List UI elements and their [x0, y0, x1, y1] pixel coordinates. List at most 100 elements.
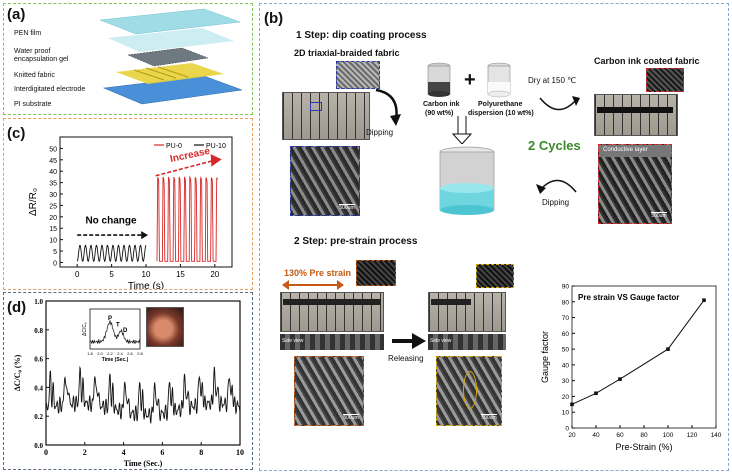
- coated-fabric-photo: [594, 94, 678, 136]
- y-tick-label: 0.2: [34, 413, 43, 421]
- dipping-label-1: Dipping: [366, 128, 394, 137]
- y-tick-label: 0: [53, 260, 57, 267]
- panel-d-label: (d): [7, 299, 27, 316]
- wrinkle-highlight: [463, 371, 477, 409]
- x-tick-label: 40: [592, 432, 600, 439]
- panel-b-label: (b): [264, 10, 284, 27]
- fabric-zoom-inset: [336, 61, 380, 89]
- x-tick-label: 140: [711, 432, 722, 439]
- coated-sem-image: Conductive layer 500um: [598, 144, 672, 224]
- x-tick-label: 10: [236, 448, 244, 457]
- layer-label-pen: PEN film: [14, 30, 42, 37]
- panel-a-label: (a): [7, 6, 26, 23]
- fabric-title: 2D triaxial-braided fabric: [294, 48, 400, 58]
- x-axis-label: Pre-Strain (%): [615, 442, 672, 452]
- x-tick-label: 2: [83, 448, 87, 457]
- layer-label-electrode: Interdigitated electrode: [14, 86, 86, 93]
- layer-stack-illustration: [99, 8, 243, 105]
- scale-bar: 500um: [651, 212, 667, 219]
- capacitance-series-line: [45, 365, 241, 425]
- fabric-photo-on-ruler: [282, 92, 370, 140]
- inset-x-tick-label: 2.0: [97, 351, 103, 356]
- pu-beaker-icon: [487, 62, 511, 98]
- data-point: [666, 347, 670, 351]
- x-tick-label: 0: [75, 270, 80, 279]
- step2-title: 2 Step: pre-strain process: [294, 236, 418, 247]
- y-tick-label: 50: [562, 347, 570, 354]
- y-tick-label: 1.0: [34, 298, 43, 306]
- conductive-layer-band: [599, 145, 671, 157]
- series-line-pu-0: [156, 175, 219, 262]
- increase-arrow: [155, 160, 213, 177]
- y-tick-label: 0.6: [34, 356, 43, 364]
- x-tick-label: 120: [687, 432, 698, 439]
- dry-arrow-icon: [539, 96, 580, 111]
- panel-a: (a) PEN film Water proof encapsulation g…: [3, 3, 253, 115]
- x-tick-label: 20: [568, 432, 576, 439]
- y-tick-label: 70: [562, 315, 570, 322]
- pu-pct: dispersion (10 wt%): [468, 110, 534, 117]
- released-fabric-photo: [428, 292, 506, 332]
- y-tick-label: 15: [49, 226, 57, 233]
- inset-series-line: [89, 320, 141, 345]
- data-point: [702, 298, 706, 302]
- y-axis-label: ΔC/C₀ (%): [13, 354, 22, 391]
- y-tick-label: 0.8: [34, 327, 43, 335]
- inset-marker-p: P: [108, 316, 112, 322]
- wrist-photo: [146, 307, 184, 347]
- carbon-ink-label: Carbon ink: [423, 101, 460, 108]
- x-axis-label: Time (s): [128, 281, 164, 289]
- y-tick-label: 35: [49, 181, 57, 188]
- released-strip: [431, 299, 471, 305]
- x-tick-label: 8: [199, 448, 203, 457]
- y-tick-label: 0: [565, 426, 569, 433]
- releasing-arrow-icon: [392, 333, 426, 349]
- x-tick-label: 0: [44, 448, 48, 457]
- prestrain-sem-image: 500um: [294, 356, 364, 426]
- data-point: [618, 377, 622, 381]
- y-tick-label: 0.0: [34, 442, 43, 450]
- inset-marker-t: T: [116, 323, 120, 329]
- y-tick-label: 10: [49, 238, 57, 245]
- x-tick-label: 4: [122, 448, 126, 457]
- increase-arrowhead: [210, 154, 222, 167]
- series-line-pu-10: [76, 244, 147, 263]
- layer-label-gel: encapsulation gel: [14, 56, 69, 63]
- cycles-label: 2 Cycles: [528, 138, 581, 153]
- dipping-beaker-icon: [439, 146, 495, 215]
- no-change-arrowhead: [141, 231, 149, 240]
- carbon-ink-beaker-icon: [427, 62, 451, 97]
- y-tick-label: 90: [562, 284, 570, 291]
- inset-x-tick-label: 1.8: [87, 351, 93, 356]
- y-axis-label: Gauge factor: [540, 331, 550, 383]
- layer-label-waterproof: Water proof: [14, 48, 51, 55]
- prestrain-double-arrow-icon: [282, 280, 344, 290]
- y-tick-label: 40: [49, 169, 57, 176]
- gauge-factor-series-line: [571, 299, 705, 405]
- y-tick-label: 60: [562, 331, 570, 338]
- conductive-layer-label: Conductive layer: [603, 147, 648, 153]
- side-view-label-1: Side view: [282, 338, 304, 344]
- plot-frame: [571, 285, 717, 429]
- knitted-fabric-layer: [127, 47, 209, 67]
- x-tick-label: 10: [142, 270, 151, 279]
- layer-label-pi: PI substrate: [14, 101, 52, 108]
- y-tick-label: 0.4: [34, 384, 43, 392]
- prestrain-zoom-inset: [356, 260, 396, 286]
- y-tick-label: 45: [49, 158, 57, 165]
- dry-temp-label: Dry at 150 ℃: [528, 76, 577, 85]
- released-zoom-inset: [476, 264, 514, 288]
- x-tick-label: 6: [160, 448, 164, 457]
- x-tick-label: 15: [176, 270, 185, 279]
- scale-bar: 500um: [481, 414, 497, 421]
- panel-b: (b) 1 Step: dip coating process 2D triax…: [259, 3, 729, 471]
- return-arrow-icon: [536, 179, 577, 194]
- released-sem-image: 500um: [436, 356, 502, 426]
- x-tick-label: 100: [663, 432, 674, 439]
- dipping-arrow-icon: [375, 88, 401, 126]
- scale-bar: 500um: [343, 414, 359, 421]
- panel-c-label: (c): [7, 125, 26, 142]
